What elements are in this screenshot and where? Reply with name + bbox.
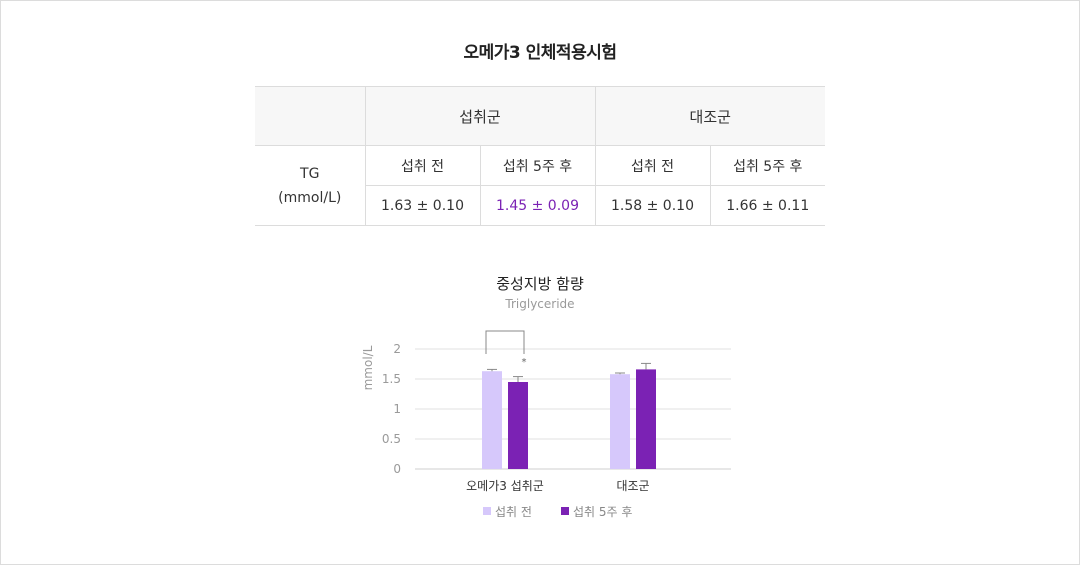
row-label-unit: (mmol/L)	[278, 189, 342, 206]
significance-bracket: *	[485, 330, 527, 368]
page-title: 오메가3 인체적용시험	[463, 43, 617, 63]
bar	[482, 371, 502, 469]
chart-legend: 섭취 전 섭취 5주 후	[483, 505, 632, 519]
chart-bars	[482, 362, 656, 469]
table-corner-cell	[255, 86, 365, 146]
sub-header-intake-before: 섭취 전	[364, 145, 480, 186]
y-tick-label: 1	[393, 402, 401, 416]
value-intake-after: 1.45 ± 0.09	[479, 185, 595, 226]
sub-header-control-after: 섭취 5주 후	[709, 145, 825, 186]
results-table: 섭취군 대조군 TG (mmol/L) 섭취 전 섭취 5주 후 섭취 전 섭취…	[255, 86, 825, 226]
sub-header-intake-after: 섭취 5주 후	[479, 145, 595, 186]
value-control-before: 1.58 ± 0.10	[594, 185, 710, 226]
bar	[610, 374, 630, 469]
legend-label: 섭취 5주 후	[573, 505, 632, 519]
row-label-cell: TG (mmol/L)	[255, 145, 365, 226]
chart-title: 중성지방 함량	[496, 275, 584, 293]
x-tick-label: 대조군	[616, 479, 649, 493]
y-tick-label: 0	[393, 462, 401, 476]
y-tick-label: 2	[393, 342, 401, 356]
x-tick-label: 오메가3 섭취군	[466, 479, 544, 493]
value-intake-before: 1.63 ± 0.10	[364, 185, 480, 226]
bracket-line	[485, 330, 525, 354]
legend-swatch	[561, 507, 569, 515]
x-axis-labels: 오메가3 섭취군 대조군	[466, 479, 649, 493]
row-label-tg: TG	[300, 165, 320, 182]
y-axis-label: mmol/L	[361, 345, 375, 390]
sub-header-control-before: 섭취 전	[594, 145, 710, 186]
legend-label: 섭취 전	[495, 505, 532, 519]
bar	[508, 382, 528, 469]
significance-marker: *	[522, 357, 527, 368]
value-control-after: 1.66 ± 0.11	[709, 185, 825, 226]
y-tick-label: 1.5	[382, 372, 401, 386]
chart-subtitle: Triglyceride	[505, 297, 575, 311]
group-header-control: 대조군	[594, 86, 825, 146]
y-tick-label: 0.5	[382, 432, 401, 446]
y-axis-ticks: 0 0.5 1 1.5 2	[382, 342, 401, 476]
bar-chart: 0 0.5 1 1.5 2 mmol/L * 오메가3 섭취군 대조군 섭취 전 섭취 5주…	[361, 330, 731, 519]
legend-swatch	[483, 507, 491, 515]
bar	[636, 369, 656, 469]
group-header-intake: 섭취군	[364, 86, 595, 146]
chart-grid	[415, 348, 731, 470]
